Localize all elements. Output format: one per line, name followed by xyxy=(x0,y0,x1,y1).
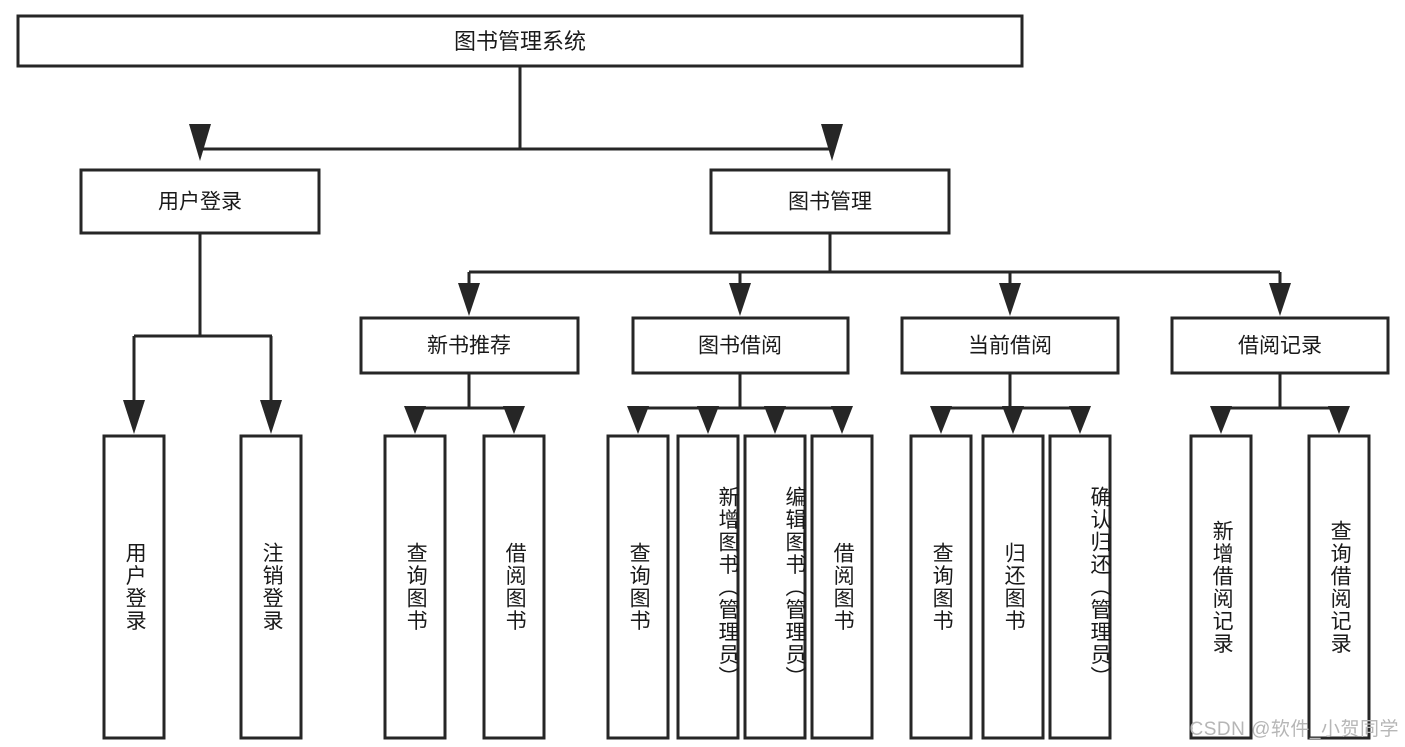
node-layer: 图书管理系统 用户登录 图书管理 新书推荐 图书借阅 当前借阅 借阅记录 xyxy=(16,14,1390,375)
node-root-box[interactable] xyxy=(16,14,1024,68)
arrowhead-book-to-record xyxy=(1269,283,1291,316)
node-root-label: 图书管理系统 xyxy=(454,29,586,54)
arrowhead-borrow-leaf-1 xyxy=(627,406,649,434)
arrowhead-root-to-book xyxy=(821,124,843,161)
node-book-borrow-box[interactable] xyxy=(631,316,850,375)
node-user-login-box[interactable] xyxy=(79,168,321,235)
watermark-text: CSDN @软件_小贺同学 xyxy=(1189,719,1399,740)
node-book-manage-label: 图书管理 xyxy=(788,191,872,214)
arrowhead-newbook-leaf-1 xyxy=(404,406,426,434)
arrowhead-newbook-leaf-2 xyxy=(503,406,525,434)
node-book-borrow-label: 图书借阅 xyxy=(698,335,782,358)
arrowhead-book-to-current xyxy=(999,283,1021,316)
arrowhead-borrow-leaf-4 xyxy=(831,406,853,434)
node-current-borrow-box[interactable] xyxy=(900,316,1120,375)
arrowhead-current-leaf-3 xyxy=(1069,406,1091,434)
leaf-box-return-book[interactable] xyxy=(981,434,1045,740)
leaf-box-edit-book-admin[interactable] xyxy=(743,434,807,740)
leaf-box-borrow-book-rec[interactable] xyxy=(482,434,546,740)
node-borrow-record-label: 借阅记录 xyxy=(1238,335,1322,358)
arrowhead-borrow-leaf-2 xyxy=(697,406,719,434)
arrowhead-record-leaf-1 xyxy=(1210,406,1232,434)
leaf-box-add-book-admin[interactable] xyxy=(676,434,740,740)
leaf-box-borrow-book[interactable] xyxy=(810,434,874,740)
leaf-box-query-book-current[interactable] xyxy=(909,434,973,740)
leaf-box-query-book-borrow[interactable] xyxy=(606,434,670,740)
node-user-login-label: 用户登录 xyxy=(158,191,242,214)
node-borrow-record-box[interactable] xyxy=(1170,316,1390,375)
leaf-box-add-borrow-record[interactable] xyxy=(1189,434,1253,740)
leaf-box-confirm-return-admin[interactable] xyxy=(1048,434,1112,740)
leaf-box-query-book-rec[interactable] xyxy=(383,434,447,740)
arrowhead-current-leaf-2 xyxy=(1002,406,1024,434)
arrowhead-borrow-leaf-3 xyxy=(764,406,786,434)
arrowhead-user-leaf-2 xyxy=(260,400,282,434)
node-book-manage-box[interactable] xyxy=(709,168,951,235)
arrowhead-user-leaf-1 xyxy=(123,400,145,434)
leaf-layer xyxy=(102,434,1371,740)
node-new-book-recommend-label: 新书推荐 xyxy=(427,335,511,358)
leaf-box-logout-login[interactable] xyxy=(239,434,303,740)
leaf-box-query-borrow-record[interactable] xyxy=(1307,434,1371,740)
arrowhead-root-to-user xyxy=(189,124,211,161)
leaf-box-user-login[interactable] xyxy=(102,434,166,740)
arrowhead-record-leaf-2 xyxy=(1328,406,1350,434)
node-current-borrow-label: 当前借阅 xyxy=(968,335,1052,358)
connector-layer xyxy=(123,66,1350,434)
arrowhead-book-to-newbook xyxy=(458,283,480,316)
arrowhead-book-to-borrow xyxy=(729,283,751,316)
arrowhead-current-leaf-1 xyxy=(930,406,952,434)
node-new-book-recommend-box[interactable] xyxy=(359,316,580,375)
